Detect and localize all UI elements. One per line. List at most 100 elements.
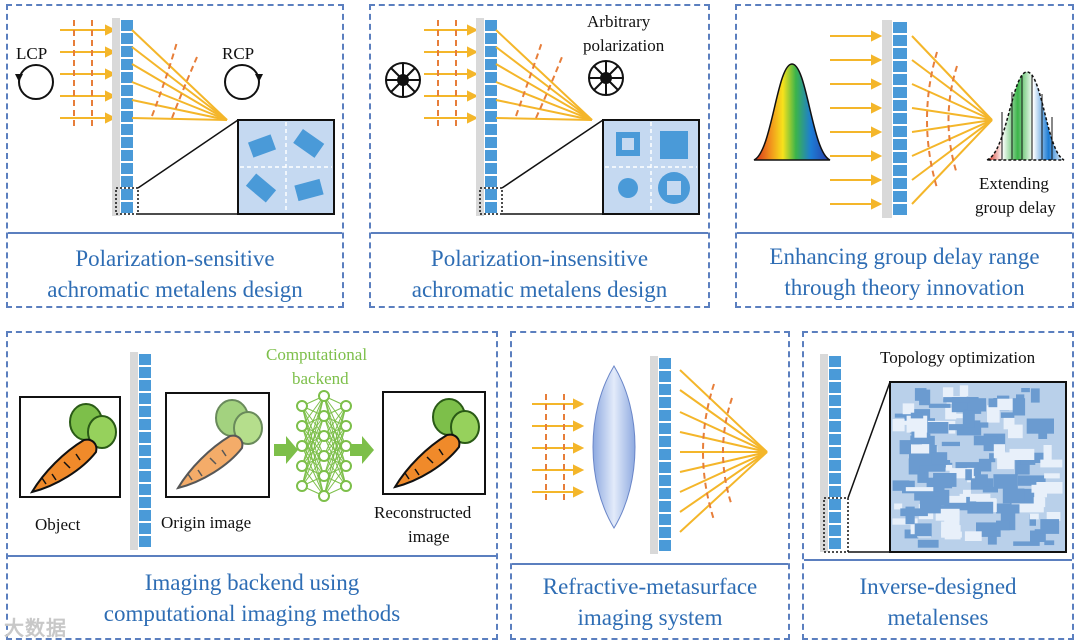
topology-block [993,474,1018,489]
topology-block [928,445,937,455]
topology-block [933,476,945,492]
metasurface-cell [659,540,671,551]
caption-line-2: through theory innovation [784,275,1025,300]
nn-node [296,460,308,472]
caption-line-1: Inverse-designed [859,574,1017,599]
reconstructed-label-2: image [408,527,450,546]
topology-block [914,431,927,438]
topology-block [1023,497,1046,508]
metasurface-cell [893,152,907,163]
topology-block [894,503,903,510]
topology-block [948,424,964,431]
topology-block [996,520,1010,531]
topology-block [941,441,960,447]
topology-block [996,503,1020,514]
metasurface-cell [485,33,497,44]
metasurface-cell [485,150,497,161]
topology-block [914,388,927,401]
metasurface-cell [659,501,671,512]
topology-block [993,444,1006,459]
topology-block [955,462,983,471]
metasurface-cell [659,358,671,369]
topology-block [1020,456,1036,465]
rcp-label: RCP [222,44,255,63]
nn-connection [323,405,347,497]
caption-line-2: computational imaging methods [103,601,401,626]
topology-block [962,410,975,428]
nn-node [340,440,352,452]
topology-block [1026,418,1054,434]
caption-divider [512,563,788,565]
topology-block [905,506,915,525]
metasurface-cell [139,458,151,469]
metasurface-cell [485,85,497,96]
metasurface-cell [893,113,907,124]
caption-line-1: Enhancing group delay range [769,244,1040,269]
metasurface-cell [659,384,671,395]
metasurface-cell [121,46,133,57]
metasurface-cell [893,204,907,215]
metasurface-cell [485,72,497,83]
topology-block [906,415,928,433]
metasurface-cell [121,189,133,200]
caption-line-1: Refractive-metasurface [542,574,758,599]
nn-connection [301,455,325,487]
metasurface-cell [139,445,151,456]
metasurface-cell [829,408,841,419]
metasurface-cell [659,423,671,434]
panel-caption: Polarization-insensitive achromatic meta… [371,243,708,305]
metasurface-cell [121,150,133,161]
arbitrary-polarization-label-2: polarization [583,36,665,55]
nn-connection [323,445,347,497]
metasurface-cell [829,473,841,484]
nn-connection [301,395,325,427]
nn-node [318,430,330,442]
metasurface-cell [121,111,133,122]
watermark: 大数据 [4,616,67,640]
nn-node [318,450,330,462]
topology-block [917,469,929,483]
topology-block [1029,513,1039,520]
metasurface-cell [829,369,841,380]
topology-block [1030,388,1040,403]
metasurface-cell [893,35,907,46]
topology-block [914,523,932,537]
topology-block [917,539,939,548]
metasurface-cell [139,536,151,547]
topology-block [987,436,998,442]
topology-block [1003,414,1015,430]
polarization-insensitive-illustration [385,18,700,216]
metasurface-cell [893,178,907,189]
metasurface-cell [893,61,907,72]
caption-divider [8,555,496,557]
metasurface-cell [139,497,151,508]
topology-block [964,531,982,541]
metasurface-cell [485,98,497,109]
topology-block [1029,514,1036,526]
metasurface-cell [829,382,841,393]
metasurface-cell [121,124,133,135]
metasurface-cell [659,410,671,421]
metasurface-cell [485,46,497,57]
metasurface-cell [659,527,671,538]
nn-node [296,400,308,412]
metasurface-cell [139,354,151,365]
object-label: Object [35,515,81,534]
metasurface-cell [659,397,671,408]
metasurface-cell [139,367,151,378]
panel-group-delay: Extending group delay Enhancing group de… [735,4,1074,308]
nn-node [340,400,352,412]
metasurface-cell [121,202,133,213]
metasurface-cell [139,432,151,443]
nn-connection [323,405,347,437]
metasurface-cell [485,176,497,187]
topology-block [892,518,918,525]
nn-node [296,420,308,432]
topology-block [941,530,956,538]
metasurface-cell [893,165,907,176]
nn-connection [301,435,325,487]
computational-label-1: Computational [266,345,368,364]
nn-node [340,420,352,432]
metasurface-cell [829,460,841,471]
metasurface-cell [829,434,841,445]
